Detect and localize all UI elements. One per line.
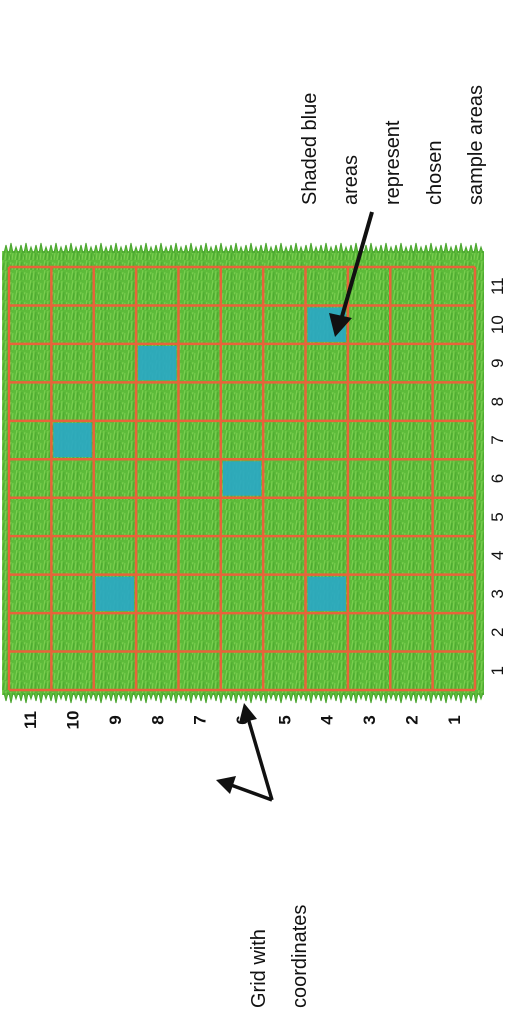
x-tick-label: 5 (488, 512, 507, 521)
x-tick-label: 1 (488, 666, 507, 675)
grid-annotation-line-1: Grid with (248, 929, 270, 1008)
grid-annotation-line-2: coordinates (289, 905, 311, 1008)
x-tick-label: 6 (488, 474, 507, 483)
x-tick-label: 8 (488, 397, 507, 406)
x-tick-label: 4 (488, 551, 507, 560)
sample-cell (53, 422, 92, 458)
samples-annotation-line-4: chosen (424, 141, 446, 206)
sample-cell (307, 576, 346, 612)
y-tick-label: 5 (275, 715, 294, 724)
x-tick-label: 2 (488, 628, 507, 637)
x-tick-label: 9 (488, 358, 507, 367)
samples-annotation-line-1: Shaded blue (299, 93, 321, 205)
y-tick-label: 7 (191, 715, 210, 724)
grid-arrow-head-2 (239, 703, 257, 723)
y-tick-label: 3 (360, 715, 379, 724)
x-tick-label: 11 (488, 277, 507, 295)
samples-annotation-line-2: areas (340, 155, 362, 205)
y-tick-label: 1 (445, 715, 464, 724)
samples-arrow-head (329, 313, 352, 337)
x-tick-label: 10 (488, 315, 507, 334)
y-tick-label: 9 (106, 715, 125, 724)
x-coordinate-labels: 1 2 3 4 5 6 7 8 9 10 11 (488, 277, 507, 675)
x-tick-label: 7 (488, 435, 507, 444)
grass-blades (3, 242, 484, 704)
grid-annotation: Grid with coordinates (216, 703, 311, 1008)
grid-lines (7, 265, 477, 692)
sample-cell (222, 461, 262, 496)
y-tick-label: 10 (64, 711, 83, 730)
sample-cells (53, 307, 346, 612)
grid-arrow-line-2 (246, 717, 274, 801)
samples-annotation-line-5: sample areas (465, 85, 487, 205)
y-tick-label: 4 (318, 715, 337, 725)
y-tick-label: 11 (21, 711, 40, 729)
sample-cell (95, 576, 135, 612)
grass-fringe (3, 242, 484, 704)
samples-annotation: Shaded blue areas represent chosen sampl… (299, 85, 487, 337)
samples-annotation-line-3: represent (382, 120, 404, 205)
y-tick-label: 8 (148, 715, 167, 724)
x-tick-label: 3 (488, 589, 507, 598)
grid-arrow-head-1 (216, 776, 236, 794)
samples-arrow-line (339, 211, 374, 321)
sample-cell (138, 345, 177, 381)
y-tick-label: 2 (402, 715, 421, 724)
grid-arrow-line-1 (230, 783, 273, 802)
